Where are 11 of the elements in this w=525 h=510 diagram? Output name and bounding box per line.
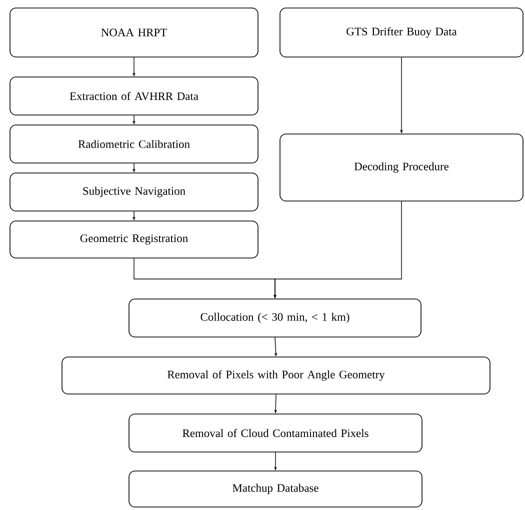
process-box: Decoding Procedure [280, 134, 524, 202]
process-box: Subjective Navigation [10, 172, 258, 212]
process-box: Removal of Cloud Contaminated Pixels [128, 414, 422, 452]
process-box: Removal of Pixels with Poor Angle Geometry [62, 356, 490, 394]
process-box: Collocation (< 30 min, < 1 km) [128, 298, 422, 338]
process-box: Extraction of AVHRR Data [10, 76, 258, 116]
process-box: Geometric Registration [10, 220, 258, 258]
process-box: GTS Drifter Buoy Data [280, 8, 524, 58]
process-box: NOAA HRPT [10, 8, 258, 58]
process-box: Radiometric Calibration [10, 124, 258, 164]
process-box: Matchup Database [128, 470, 422, 508]
